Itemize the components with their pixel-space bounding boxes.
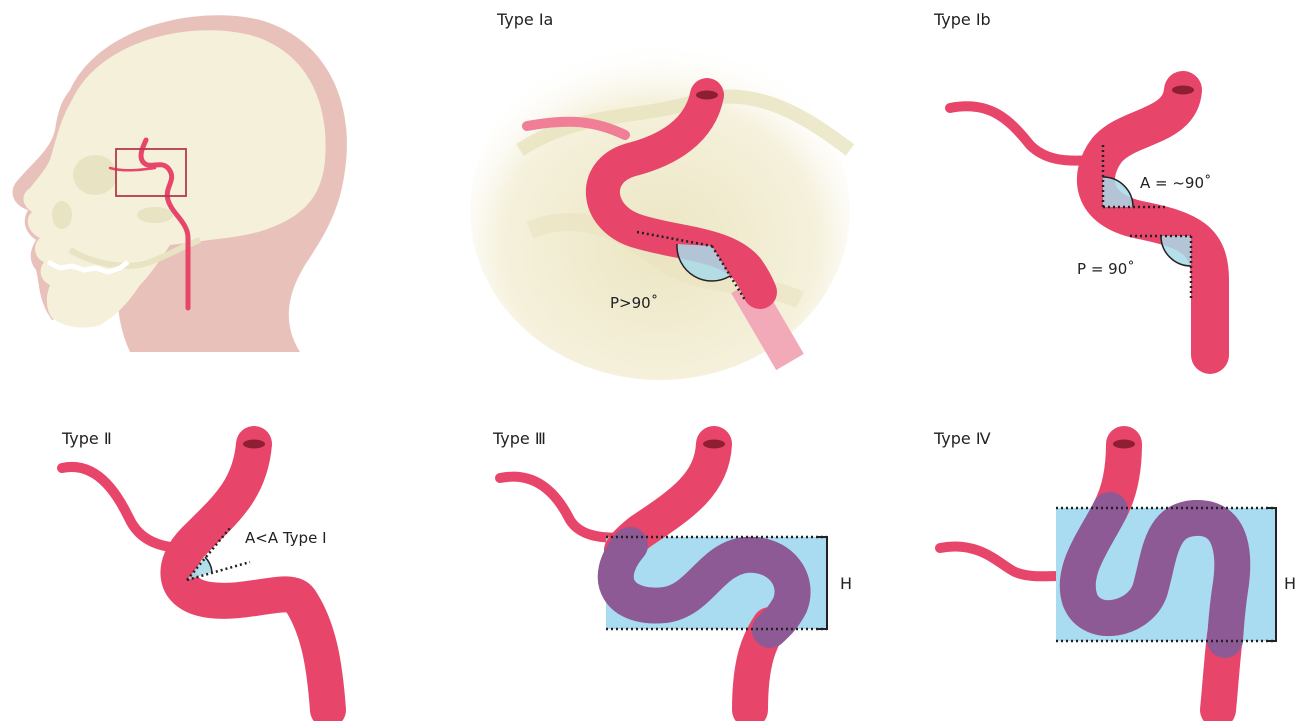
height-label-4: H: [1284, 574, 1296, 593]
panel-type-1b: Type Ⅰb A = ~90˚ P = 90˚: [933, 10, 1212, 355]
panel-title: Type Ⅲ: [492, 429, 546, 448]
angle-label-1b-p: P = 90˚: [1077, 260, 1135, 278]
nasal-cavity: [52, 201, 72, 229]
artery-lumen-3: [703, 440, 725, 449]
panel-type-3: Type Ⅲ H: [492, 429, 852, 710]
ophthalmic-branch-3: [500, 477, 622, 538]
panel-type-1a: Type Ⅰa P>90˚: [470, 10, 850, 380]
ophthalmic-branch-4: [940, 546, 1060, 576]
artery-lumen-1b: [1172, 86, 1194, 95]
panel-type-2: Type Ⅱ A<A Type Ⅰ: [61, 429, 328, 710]
panel-title: Type Ⅰb: [933, 10, 991, 29]
ica-artery-1b: [1096, 90, 1210, 355]
skull-base-background: [470, 40, 850, 380]
ophthalmic-branch-2: [62, 467, 185, 548]
ophthalmic-branch-1b: [950, 106, 1090, 160]
height-label-3: H: [840, 574, 852, 593]
artery-lumen-2: [243, 440, 265, 449]
ica-artery-2: [178, 444, 328, 710]
panel-title: Type Ⅱ: [61, 429, 112, 448]
angle-label-1b-a: A = ~90˚: [1140, 174, 1212, 192]
zygomatic-shade: [137, 207, 173, 223]
artery-lumen-4: [1113, 440, 1135, 449]
angle-label-1a: P>90˚: [610, 294, 658, 312]
panel-title: Type Ⅰa: [496, 10, 553, 29]
angle-label-2: A<A Type Ⅰ: [245, 529, 327, 547]
panel-title: Type Ⅳ: [933, 429, 991, 448]
eye-socket: [73, 155, 117, 195]
panel-type-4: Type Ⅳ H: [933, 429, 1296, 710]
head-overview-illustration: [13, 15, 347, 352]
artery-lumen-1a: [696, 91, 718, 100]
